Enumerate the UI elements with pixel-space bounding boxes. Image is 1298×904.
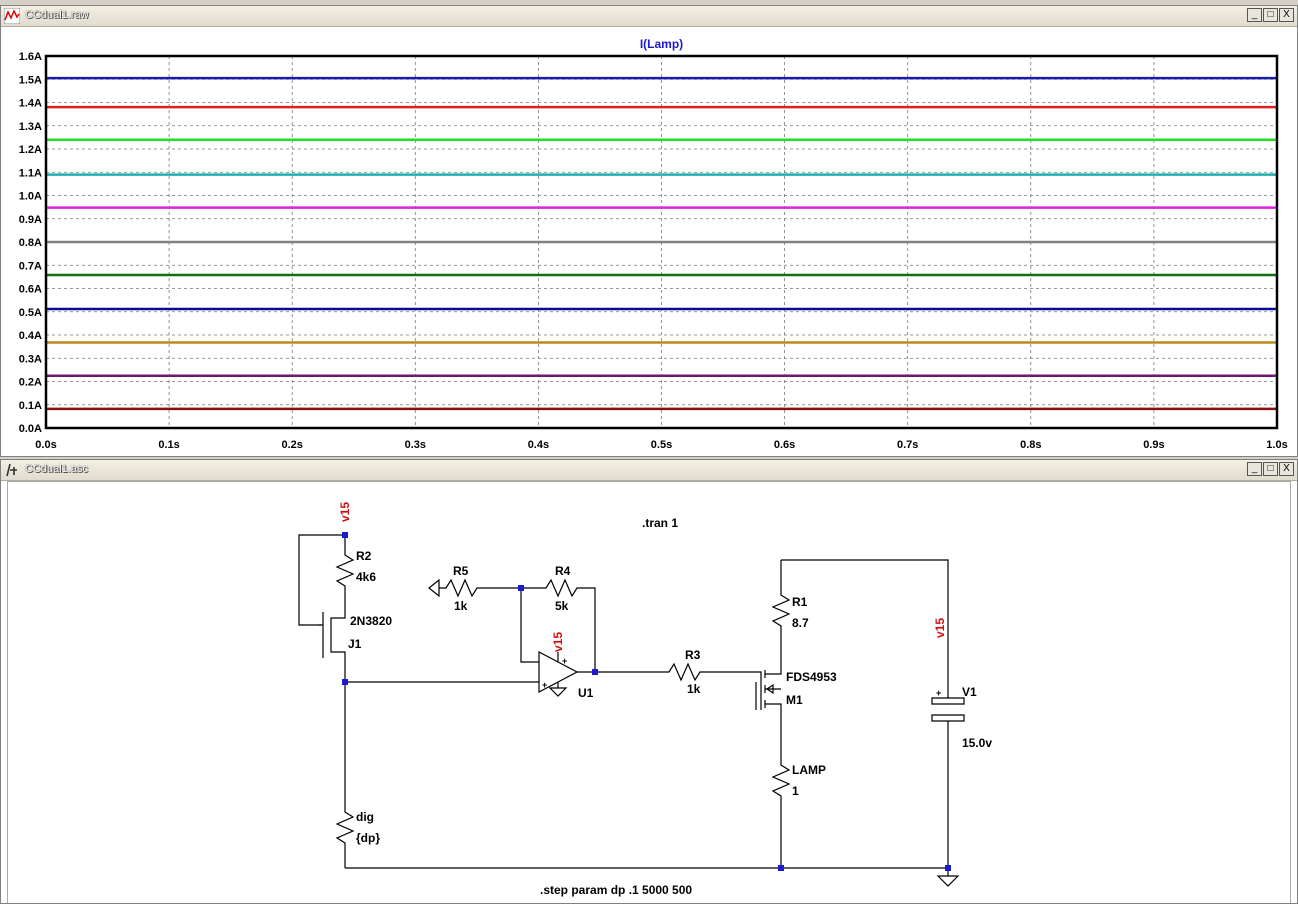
r1-value: 8.7 xyxy=(792,616,809,630)
close-button[interactable]: X xyxy=(1279,462,1294,476)
y-tick-label: 1.5A xyxy=(19,74,42,86)
v1-value: 15.0v xyxy=(962,736,992,750)
x-tick-label: 0.1s xyxy=(158,439,179,451)
v1-name: V1 xyxy=(962,685,977,699)
y-tick-label: 0.3A xyxy=(19,353,42,365)
waveform-icon xyxy=(4,8,20,24)
y-tick-label: 0.8A xyxy=(19,237,42,249)
y-tick-label: 0.9A xyxy=(19,214,42,226)
y-tick-label: 1.2A xyxy=(19,144,42,156)
r4-name: R4 xyxy=(555,564,571,578)
lamp-name: LAMP xyxy=(792,763,826,777)
x-tick-label: 0.4s xyxy=(528,439,549,451)
y-tick-label: 0.6A xyxy=(19,284,42,296)
y-tick-label: 1.3A xyxy=(19,121,42,133)
x-tick-label: 1.0s xyxy=(1266,439,1287,451)
r4-value: 5k xyxy=(555,599,569,613)
step-directive[interactable]: .step param dp .1 5000 500 xyxy=(540,883,692,897)
schematic-window[interactable]: CCdual1.asc _ □ X xyxy=(0,459,1298,904)
r5-value: 1k xyxy=(454,599,468,613)
x-tick-label: 0.2s xyxy=(281,439,302,451)
schematic-window-title: CCdual1.asc xyxy=(25,463,88,475)
r1-name: R1 xyxy=(792,595,808,609)
svg-text:+: + xyxy=(542,680,547,690)
net-label-v15: v15 xyxy=(338,502,352,522)
schematic-canvas[interactable]: + + + v15 v15 v15 R2 4k6 2N3820 J1 R5 1k… xyxy=(1,460,1297,903)
restore-button[interactable]: □ xyxy=(1263,462,1278,476)
waveform-window-title: CCdual1.raw xyxy=(25,9,89,21)
y-tick-label: 1.6A xyxy=(19,51,42,63)
chart-title: I(Lamp) xyxy=(640,37,683,51)
tran-directive[interactable]: .tran 1 xyxy=(642,516,678,530)
x-tick-label: 0.3s xyxy=(405,439,426,451)
close-button[interactable]: X xyxy=(1279,8,1294,22)
net-label-v15: v15 xyxy=(933,618,947,638)
waveform-titlebar[interactable]: CCdual1.raw _ □ X xyxy=(1,6,1297,27)
x-tick-label: 0.0s xyxy=(35,439,56,451)
restore-button[interactable]: □ xyxy=(1263,8,1278,22)
y-tick-label: 0.1A xyxy=(19,400,42,412)
dig-value: {dp} xyxy=(356,831,380,845)
r5-name: R5 xyxy=(453,564,469,578)
x-tick-label: 0.8s xyxy=(1020,439,1041,451)
y-tick-label: 0.2A xyxy=(19,377,42,389)
dig-name: dig xyxy=(356,810,374,824)
j1-name: J1 xyxy=(348,637,362,651)
svg-text:+: + xyxy=(562,656,567,666)
m1-name: M1 xyxy=(786,693,803,707)
waveform-chart[interactable]: I(Lamp) 0.0A 0.1A 0.2A 0.3A 0.4A 0.5A 0.6A 0.7A 0… xyxy=(1,27,1297,456)
svg-text:+: + xyxy=(936,688,941,698)
r3-name: R3 xyxy=(685,648,701,662)
schematic-icon xyxy=(6,463,17,477)
y-tick-label: 1.0A xyxy=(19,191,42,203)
y-tick-label: 0.5A xyxy=(19,307,42,319)
y-tick-label: 1.1A xyxy=(19,167,42,179)
schematic-titlebar[interactable]: CCdual1.asc _ □ X xyxy=(1,460,1297,481)
waveform-window[interactable]: CCdual1.raw _ □ X I(Lamp) 0.0A 0.1A 0.2A 0.3… xyxy=(0,5,1298,457)
minimize-button[interactable]: _ xyxy=(1247,462,1262,476)
y-tick-label: 0.0A xyxy=(19,423,42,435)
lamp-value: 1 xyxy=(792,784,799,798)
y-tick-label: 1.4A xyxy=(19,98,42,110)
u1-name: U1 xyxy=(578,686,594,700)
minimize-button[interactable]: _ xyxy=(1247,8,1262,22)
net-label-v15: v15 xyxy=(551,632,565,652)
plot-frame xyxy=(44,54,1279,430)
x-tick-label: 0.5s xyxy=(651,439,672,451)
y-tick-label: 0.7A xyxy=(19,260,42,272)
x-tick-label: 0.9s xyxy=(1143,439,1164,451)
r2-name: R2 xyxy=(356,549,372,563)
j1-value: 2N3820 xyxy=(350,614,392,628)
m1-value: FDS4953 xyxy=(786,670,837,684)
r2-value: 4k6 xyxy=(356,570,376,584)
x-tick-label: 0.6s xyxy=(774,439,795,451)
x-tick-label: 0.7s xyxy=(897,439,918,451)
y-tick-label: 0.4A xyxy=(19,330,42,342)
r3-value: 1k xyxy=(687,682,701,696)
